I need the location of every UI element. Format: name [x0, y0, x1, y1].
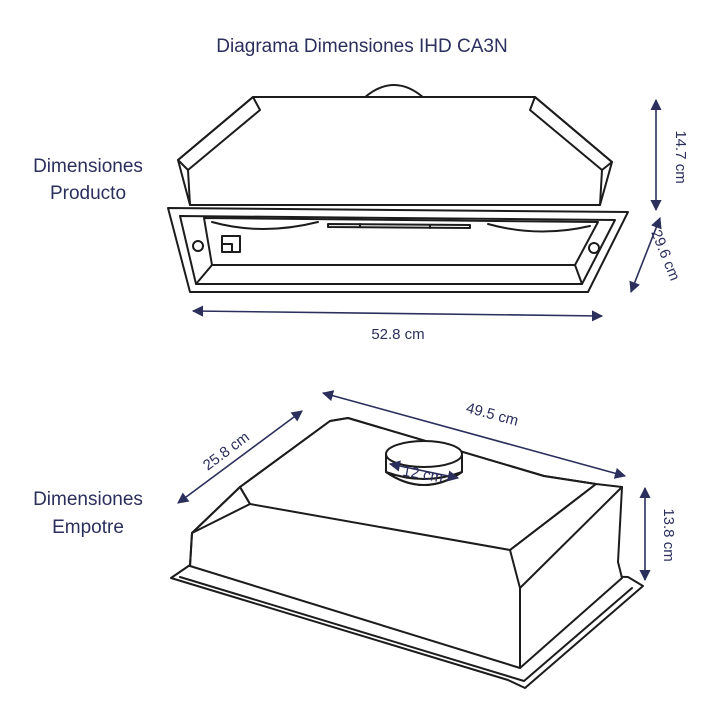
empotre-depth-arrow: [177, 410, 303, 504]
empotre-width-arrow: [321, 390, 627, 479]
producto-depth-arrow: [629, 216, 662, 294]
empotre-duct-arrow: [388, 460, 460, 482]
empotre-width-label: 49.5 cm: [464, 400, 520, 430]
empotre-height-label: 13.8 cm: [660, 508, 677, 561]
empotre-box-drawing: [170, 417, 644, 689]
empotre-label: Dimensiones Empotre: [33, 489, 143, 538]
svg-text:Dimensiones: Dimensiones: [33, 156, 143, 177]
svg-text:Producto: Producto: [50, 183, 126, 204]
producto-height-label: 14.7 cm: [672, 130, 689, 183]
diagram-title: Diagrama Dimensiones IHD CA3N: [216, 36, 507, 57]
empotre-duct-label: 12 cm: [401, 463, 444, 487]
producto-width-label: 52.8 cm: [371, 326, 424, 343]
producto-depth-label: 29.6 cm: [647, 227, 683, 283]
product-hood-drawing: [167, 84, 629, 293]
svg-text:Empotre: Empotre: [52, 517, 124, 538]
producto-label: Dimensiones Producto: [33, 156, 143, 204]
producto-width-arrow: [191, 305, 604, 322]
svg-text:Dimensiones: Dimensiones: [33, 489, 143, 510]
